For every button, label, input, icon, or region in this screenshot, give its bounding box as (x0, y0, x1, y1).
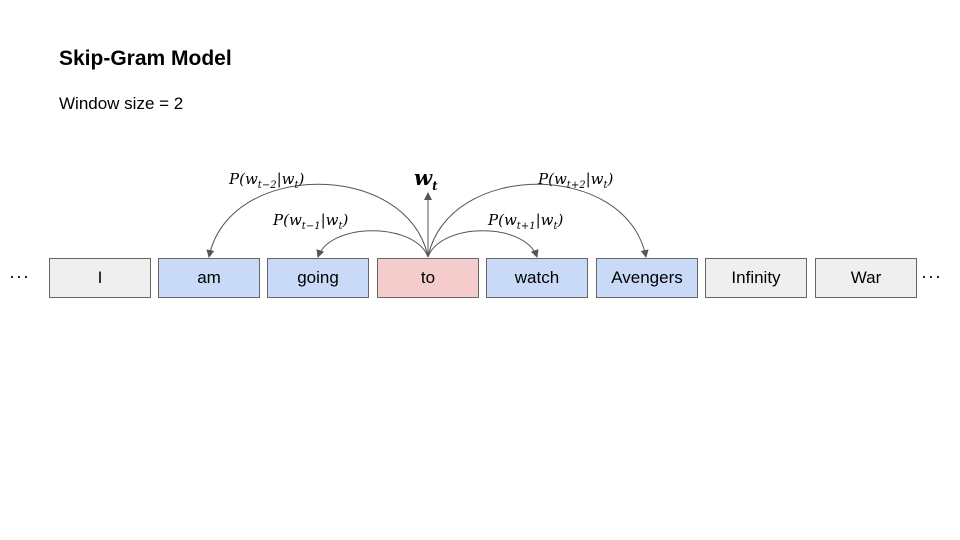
ellipsis-right: ··· (921, 266, 942, 286)
arrow-to-t-minus-2 (206, 183, 429, 258)
prob-label-t-minus-1: P(wt−1|wt) (273, 211, 349, 232)
prob-label-t-plus-1: P(wt+1|wt) (488, 211, 564, 232)
token-box-going: going (267, 258, 369, 298)
token-box-i: I (49, 258, 151, 298)
token-box-infinity: Infinity (705, 258, 807, 298)
window-size-label: Window size = 2 (59, 94, 184, 113)
token-box-avengers: Avengers (596, 258, 698, 298)
arrow-to-t-minus-1 (316, 230, 429, 258)
arrow-to-t-plus-2 (427, 183, 649, 258)
ellipsis-left: ··· (9, 266, 30, 286)
token-box-am: am (158, 258, 260, 298)
slide-title: Skip-Gram Model (59, 47, 232, 70)
token-box-to: to (377, 258, 479, 298)
arrow-to-t-plus-1 (427, 230, 539, 258)
token-box-war: War (815, 258, 917, 298)
prob-label-t-minus-2: P(wt−2|wt) (229, 170, 305, 191)
center-word-symbol: wt (414, 165, 438, 194)
prob-label-t-plus-2: P(wt+2|wt) (538, 170, 614, 191)
token-box-watch: watch (486, 258, 588, 298)
